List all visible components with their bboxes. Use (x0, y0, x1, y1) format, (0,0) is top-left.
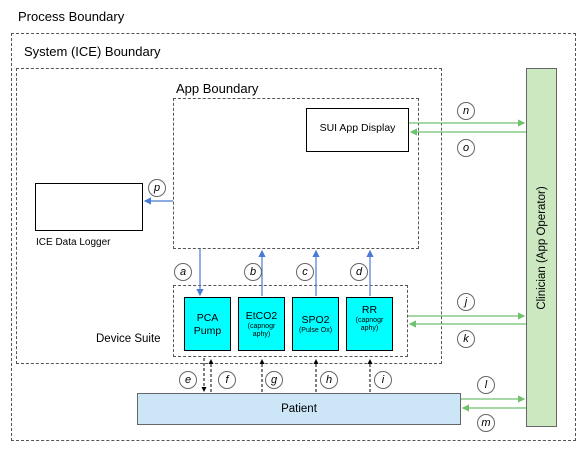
flow-label-k: k (457, 330, 475, 348)
sui-app-display-label: SUI App Display (319, 122, 396, 134)
flow-label-p: p (148, 179, 166, 197)
device-spo2-label: SPO2 (301, 314, 330, 326)
flow-label-c: c (296, 263, 314, 281)
clinician-box: Clinician (App Operator) (526, 68, 557, 427)
device-pca-pump: PCA Pump (184, 297, 231, 351)
device-rr-sub: (capnogr aphy) (355, 317, 384, 332)
device-spo2: SPO2 (Pulse Ox) (292, 297, 339, 351)
flow-label-i: i (374, 371, 392, 389)
system-boundary (16, 68, 442, 364)
ice-data-logger-label: ICE Data Logger (36, 237, 111, 248)
flow-label-e: e (179, 371, 197, 389)
flow-label-h: h (320, 371, 338, 389)
flow-label-o: o (457, 139, 475, 157)
flow-label-f: f (218, 371, 236, 389)
sui-app-display: SUI App Display (306, 108, 409, 152)
flow-label-n: n (457, 102, 475, 120)
device-pca-pump-label: PCA Pump (193, 312, 222, 337)
flow-label-d: d (350, 263, 368, 281)
device-etco2-sub: (capnogr aphy) (247, 323, 276, 338)
device-suite-boundary (173, 285, 408, 357)
process-boundary-label: Process Boundary (18, 9, 125, 24)
device-suite-label: Device Suite (96, 333, 161, 345)
process-boundary (11, 33, 576, 441)
flow-label-b: b (244, 263, 262, 281)
ice-data-logger (35, 183, 143, 231)
device-rr: RR (capnogr aphy) (346, 297, 393, 351)
app-boundary-label: App Boundary (176, 81, 259, 96)
system-boundary-label: System (ICE) Boundary (24, 44, 161, 59)
device-etco2: EtCO2 (capnogr aphy) (238, 297, 285, 351)
device-spo2-sub: (Pulse Ox) (298, 327, 333, 334)
flow-label-a: a (174, 263, 192, 281)
device-etco2-label: EtCO2 (245, 310, 278, 322)
flow-label-g: g (265, 371, 283, 389)
device-rr-label: RR (361, 304, 378, 316)
flow-label-l: l (477, 376, 495, 394)
patient-label: Patient (281, 403, 317, 415)
flow-label-j: j (457, 293, 475, 311)
flow-label-m: m (477, 414, 495, 432)
app-boundary (173, 98, 419, 249)
patient-box: Patient (137, 393, 461, 425)
